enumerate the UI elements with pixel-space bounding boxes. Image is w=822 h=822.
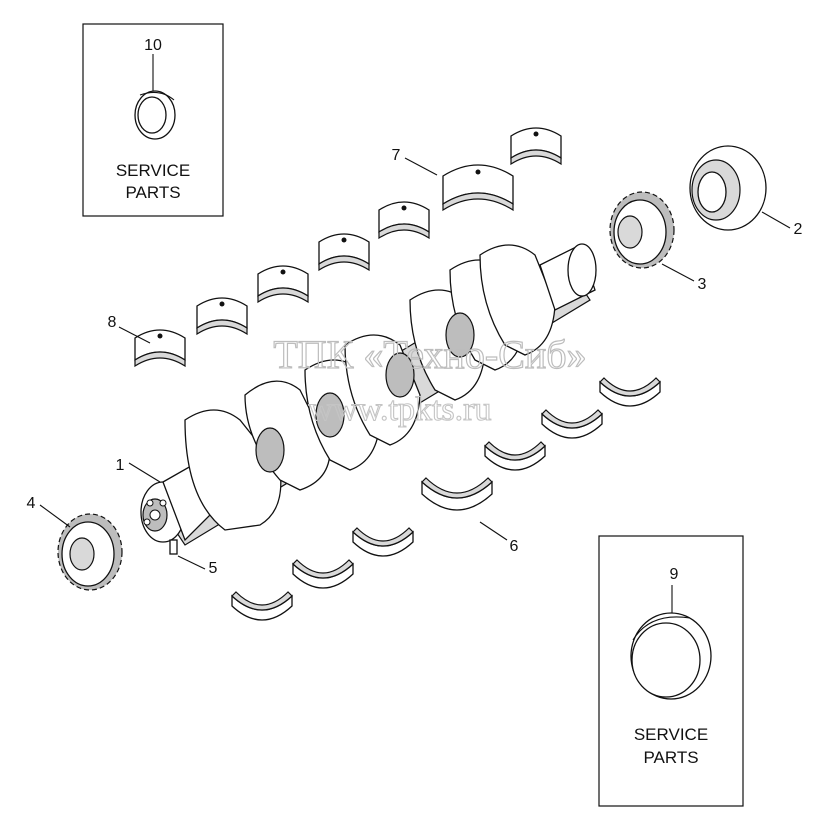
callout-10: 10: [144, 37, 162, 54]
service-box-top: SERVICE PARTS: [82, 23, 224, 217]
front-gear-4: [57, 513, 123, 591]
service-box-bottom: SERVICE PARTS: [598, 535, 744, 807]
callout-1: 1: [116, 457, 125, 474]
callout-2: 2: [794, 221, 803, 238]
service-label-top-1: SERVICE: [116, 161, 190, 180]
crankshaft-1: [140, 243, 597, 546]
service-label-bottom-1: SERVICE: [634, 725, 708, 744]
watermark-line-2: www.tpkts.ru: [309, 391, 492, 428]
callout-5: 5: [209, 560, 218, 577]
rear-gear-3: [609, 191, 675, 269]
dowel-pin-5: [169, 539, 178, 555]
callout-9: 9: [670, 566, 679, 583]
leader-lines: [39, 157, 791, 570]
callout-6: 6: [510, 538, 519, 555]
seal-ring-9: [630, 612, 712, 700]
callout-4: 4: [27, 495, 36, 512]
watermark-line-1: ТПК «Техно-Сиб»: [273, 332, 586, 377]
callout-3: 3: [698, 276, 707, 293]
upper-bearing-shells: [134, 127, 562, 368]
callout-labels: 1 2 3 4 5 6 7 8 9 10: [27, 37, 803, 583]
lower-bearing-shells: [231, 377, 661, 621]
callout-8: 8: [108, 314, 117, 331]
service-label-top-2: PARTS: [125, 183, 180, 202]
rear-seal-2: [689, 145, 767, 231]
callout-7: 7: [392, 147, 401, 164]
thrust-ring-10: [134, 90, 176, 140]
service-label-bottom-2: PARTS: [643, 748, 698, 767]
watermark: ТПК «Техно-Сиб» www.tpkts.ru: [273, 331, 588, 428]
